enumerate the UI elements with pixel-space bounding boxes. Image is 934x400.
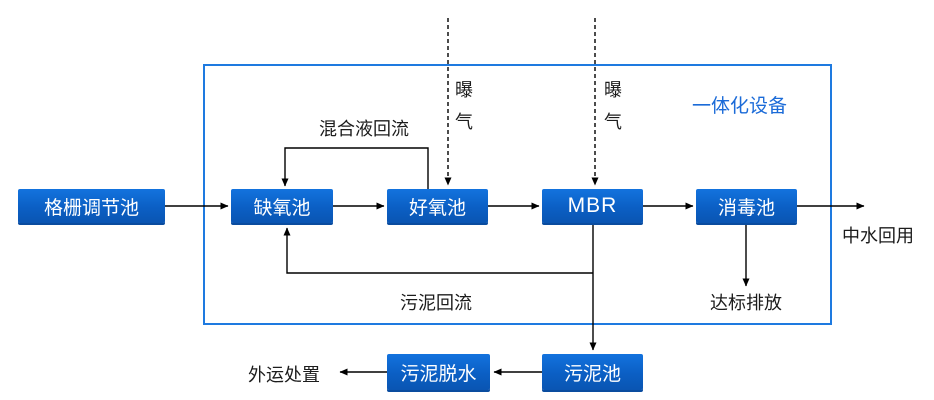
integrated-equipment-label: 一体化设备 [692,96,788,117]
aeration-label-aerobic: 曝气 [455,80,473,132]
node-anoxic-tank: 缺氧池 [231,189,333,223]
mixed-liquor-return-line [281,147,429,189]
reclaimed-water-reuse-label: 中水回用 [842,226,914,246]
node-aerobic-tank: 好氧池 [387,189,488,223]
aeration-label-mbr: 曝气 [604,80,622,132]
offsite-disposal-label: 外运处置 [248,365,320,385]
integrated-equipment-boundary [203,64,832,325]
mixed-liquor-return-label: 混合液回流 [319,119,409,139]
node-grid-regulating-tank: 格栅调节池 [18,189,165,223]
node-mbr: MBR [542,189,643,223]
node-disinfection-tank: 消毒池 [696,189,797,223]
sludge-return-line [283,227,593,274]
sludge-return-label: 污泥回流 [400,293,472,313]
node-sludge-tank: 污泥池 [542,354,643,390]
node-sludge-dewatering: 污泥脱水 [387,354,490,390]
compliant-discharge-label: 达标排放 [710,293,782,313]
